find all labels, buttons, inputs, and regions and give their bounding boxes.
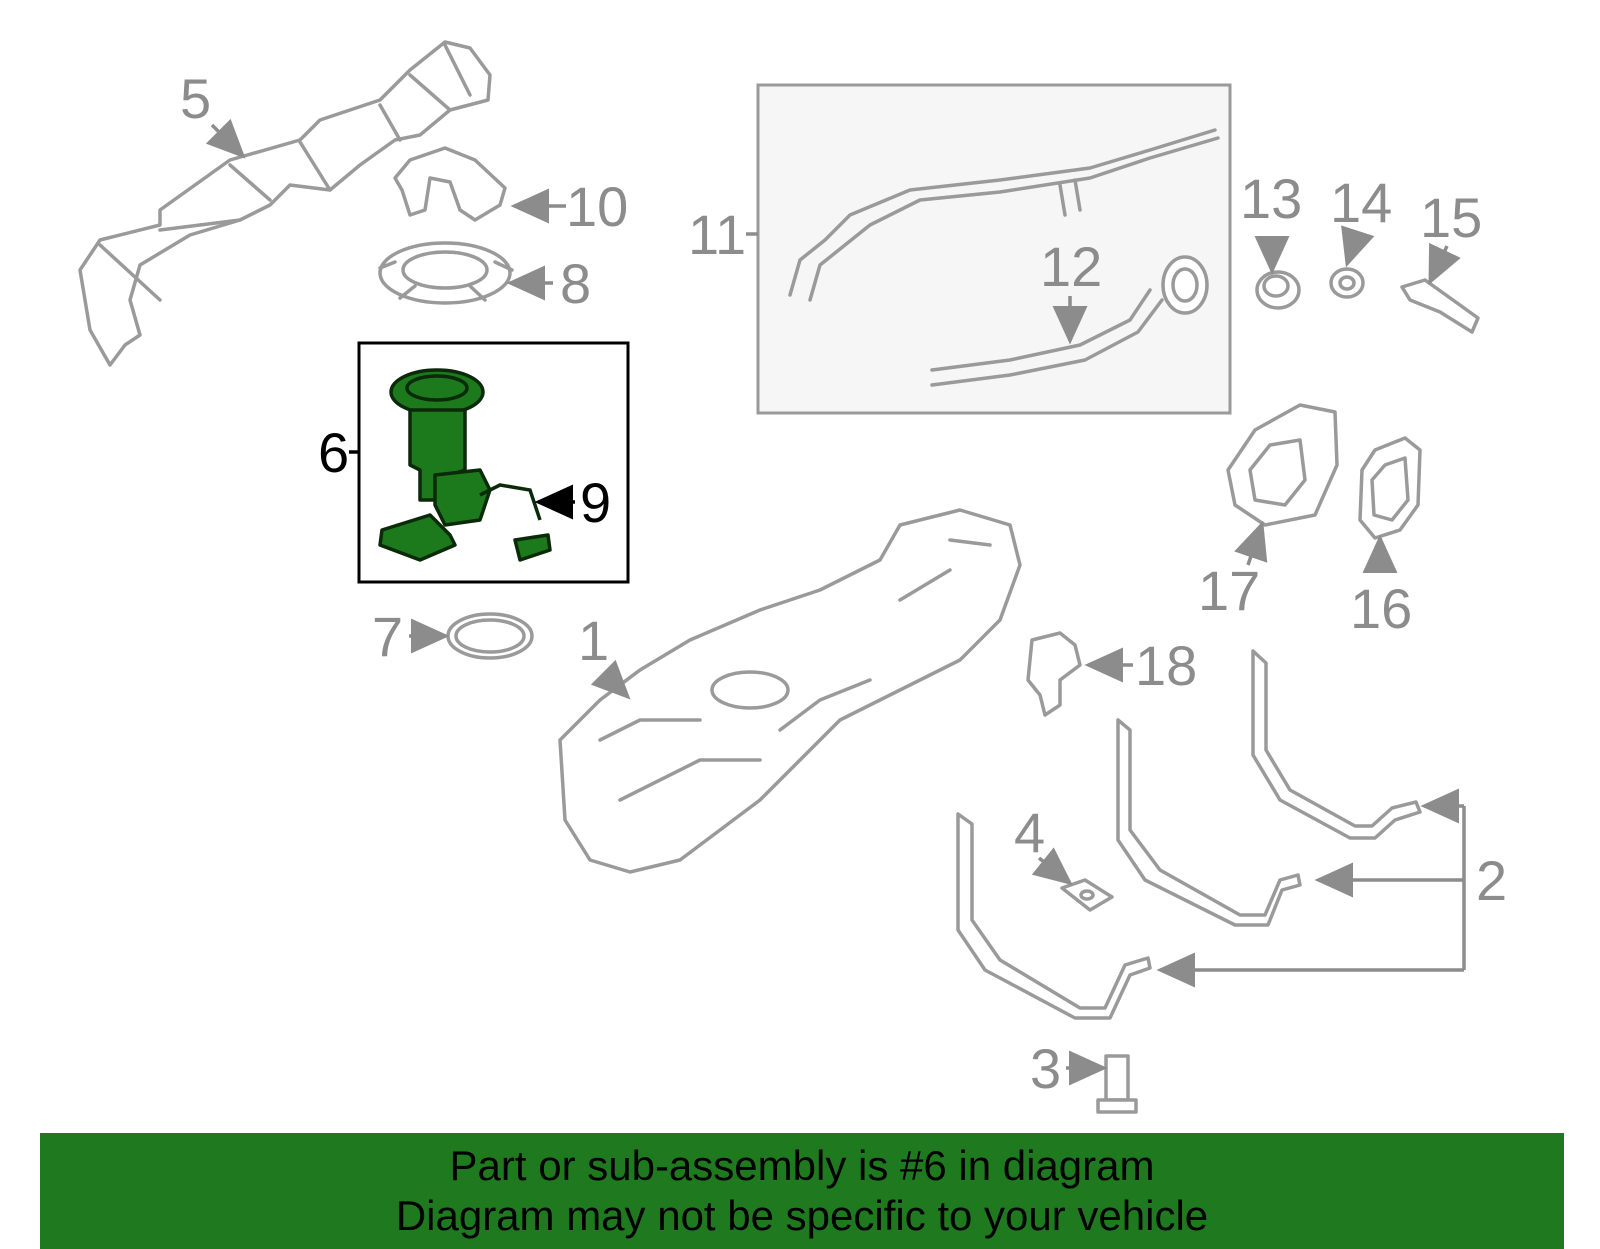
part-12-filler-neck[interactable] [930, 255, 1209, 387]
part-10-cover[interactable] [393, 146, 507, 222]
part-1-fuel-tank[interactable] [558, 508, 1022, 874]
part-16-fuel-door[interactable] [1358, 436, 1422, 540]
callout-5: 5 [180, 67, 211, 130]
callout-11: 11 [688, 203, 746, 266]
callout-16: 16 [1350, 577, 1412, 640]
part-2-tank-straps[interactable] [956, 649, 1422, 1020]
part-14-seal[interactable] [1329, 267, 1365, 299]
callout-3: 3 [1030, 1037, 1061, 1100]
part-6-fuel-pump-module[interactable] [357, 341, 630, 584]
part-4-pad[interactable] [1060, 878, 1114, 912]
part-5-heat-shield[interactable] [78, 40, 492, 367]
part-3-bolt[interactable] [1096, 1054, 1138, 1114]
part-15-clip[interactable] [1400, 278, 1480, 334]
callout-18: 18 [1135, 634, 1197, 697]
part-17-filler-housing[interactable] [1226, 403, 1339, 527]
callout-2: 2 [1476, 849, 1507, 912]
callout-6: 6 [318, 421, 349, 484]
callout-labels: 1 2 3 4 5 6 7 8 9 10 11 12 13 14 15 16 1… [180, 67, 1507, 1100]
banner-line-disclaimer: Diagram may not be specific to your vehi… [395, 1192, 1209, 1239]
banner-line-part: Part or sub-assembly is #6 in diagram [449, 1142, 1155, 1189]
callout-8: 8 [560, 252, 591, 315]
callout-4: 4 [1014, 801, 1045, 864]
callout-9: 9 [580, 471, 611, 534]
part-7-o-ring[interactable] [446, 612, 534, 660]
callout-10: 10 [566, 175, 628, 238]
part-13-grommet[interactable] [1255, 270, 1301, 310]
callout-17: 17 [1198, 559, 1260, 622]
callout-7: 7 [372, 605, 403, 668]
callout-1: 1 [578, 609, 609, 672]
part-18-valve[interactable] [1026, 631, 1082, 717]
callout-12: 12 [1040, 235, 1102, 298]
callout-13: 13 [1240, 167, 1302, 230]
part-8-lock-ring[interactable] [378, 241, 514, 305]
info-banner: Part or sub-assembly is #6 in diagram Di… [40, 1133, 1564, 1249]
callout-15: 15 [1420, 186, 1482, 249]
part-11-filler-pipe-group[interactable] [756, 83, 1232, 415]
callout-14: 14 [1330, 171, 1392, 234]
leader-lines [205, 118, 1466, 1086]
